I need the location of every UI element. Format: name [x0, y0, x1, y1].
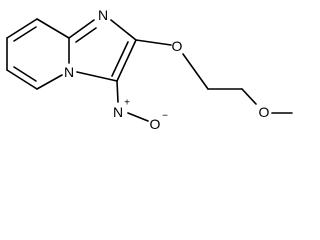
- bond-c6-c5: [6, 69, 38, 90]
- chemical-structure-diagram: N N O O N + O −: [6, 7, 293, 132]
- bond-c5-n4: [36, 74, 63, 90]
- atom-label-methoxy-oxygen: O: [259, 104, 270, 120]
- bond-c8a-c8: [36, 18, 70, 39]
- bond-c2-o: [135, 39, 172, 46]
- atom-label-n1: N: [98, 7, 108, 23]
- atom-label-nitro-oxygen: O: [150, 116, 161, 132]
- atom-label-n4: N: [64, 64, 74, 80]
- bond-c3-n4: [76, 71, 118, 82]
- bond-c6-c5-inner: [13, 66, 37, 82]
- bond-c8-c7: [6, 18, 38, 39]
- bond-ch2-o: [241, 88, 257, 105]
- atom-label-ether-oxygen: O: [172, 38, 183, 54]
- bond-c2-c3-inner: [111, 41, 129, 77]
- bond-c8a-n1: [68, 19, 95, 39]
- bond-c3-nno2: [116, 80, 119, 103]
- nitro-oxygen-negative-charge: −: [162, 111, 168, 122]
- atom-labels: N N O O N + O −: [64, 7, 270, 132]
- atom-label-nitro-nitrogen: N: [113, 104, 123, 120]
- bond-nno2-o: [127, 112, 149, 122]
- bond-o-ch2: [182, 53, 209, 90]
- bond-c2-c3: [116, 39, 137, 82]
- bonds: [6, 18, 293, 122]
- bond-n1-c2: [110, 19, 137, 41]
- bond-c8a-n1-inner: [75, 27, 97, 43]
- bond-c8-c7-inner: [13, 26, 37, 42]
- nitro-nitrogen-positive-charge: +: [124, 98, 130, 109]
